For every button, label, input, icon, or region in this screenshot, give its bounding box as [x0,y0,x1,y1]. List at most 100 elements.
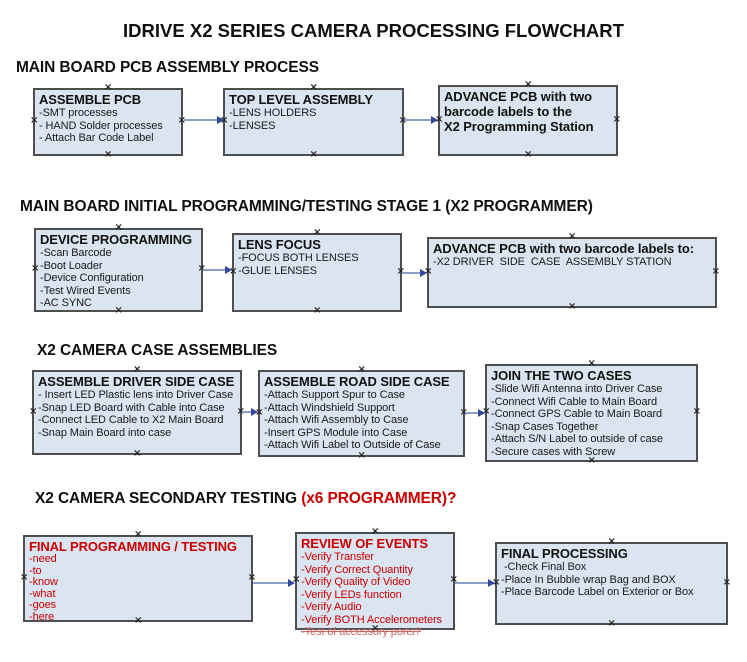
box-top-level-assembly[interactable]: TOP LEVEL ASSEMBLY -LENS HOLDERS-LENSES … [220,83,407,160]
box-items: -Check Final Box-Place In Bubble wrap Ba… [501,561,722,599]
box-assemble-pcb[interactable]: ASSEMBLE PCB -SMT processes- HAND Solder… [30,83,186,160]
box-item: -Snap LED Board with Cable into Case [38,401,225,414]
anchor-x-icon: × [568,301,577,312]
section-header-secondary-testing: X2 CAMERA SECONDARY TESTING (x6 PROGRAMM… [35,490,456,508]
box-item: -Scan Barcode [40,247,112,259]
box-items: -FOCUS BOTH LENSES-GLUE LENSES [238,252,396,277]
anchor-x-icon: × [104,149,113,160]
section-header-case-assemblies: X2 CAMERA CASE ASSEMBLIES [37,342,278,359]
box-advance-pcb-driver-side[interactable]: ADVANCE PCB with two barcode labels to: … [424,232,720,312]
box-item: -LENS HOLDERS [229,107,317,119]
box-item: -Verify LEDs function [301,588,402,601]
box-lens-focus[interactable]: LENS FOCUS -FOCUS BOTH LENSES-GLUE LENSE… [229,228,405,316]
box-item: -Connect LED Cable to X2 Main Board [38,414,224,426]
anchor-x-icon: × [247,571,256,583]
box-items: -SMT processes- HAND Solder processes- A… [39,107,177,145]
box-item: -X2 DRIVER SIDE CASE ASSEMBLY STATION [433,256,672,268]
anchor-x-icon: × [357,450,366,461]
box-items: -X2 DRIVER SIDE CASE ASSEMBLY STATION [433,256,711,269]
anchor-x-icon: × [31,263,40,274]
box-item: -SMT processes [39,107,118,119]
connector-arrow[interactable] [203,266,232,274]
box-item: -AC SYNC [40,297,92,309]
box-title: JOIN THE TWO CASES [491,368,632,383]
box-item: -Verify Correct Quantity [301,563,413,576]
section-header-red-part: (x6 PROGRAMMER)? [296,490,457,507]
box-items: -Slide Wifi Antenna into Driver Case-Con… [491,383,692,458]
box-item: - HAND Solder processes [39,119,163,132]
connector-arrow[interactable] [402,269,427,277]
box-item: -Verify Quality of Video [301,576,411,588]
anchor-x-icon: × [607,618,616,629]
box-items: -Verify Transfer-Verify Correct Quantity… [301,551,449,626]
box-advance-pcb-programming-station[interactable]: ADVANCE PCB with two barcode labels to t… [435,80,621,160]
box-review-of-events[interactable]: REVIEW OF EVENTS -Verify Transfer-Verify… [292,527,458,639]
anchor-x-icon: × [177,115,186,126]
box-assemble-road-side-case[interactable]: ASSEMBLE ROAD SIDE CASE -Attach Support … [255,365,468,461]
box-title: DEVICE PROGRAMMING [40,232,193,247]
box-item: -Snap Main Board into case [38,426,172,439]
connector-arrow[interactable] [465,409,485,417]
connector-arrow[interactable] [253,579,295,587]
section-header-pcb-assembly: MAIN BOARD PCB ASSEMBLY PROCESS [16,59,319,76]
anchor-x-icon: × [30,115,39,126]
connector-arrow[interactable] [455,579,495,587]
box-item: -GLUE LENSES [238,264,317,277]
box-item: -Check Final Box [501,561,587,573]
box-final-programming-testing[interactable]: FINAL PROGRAMMING / TESTING -need-to-kno… [20,530,256,626]
connector-arrow[interactable] [242,408,258,416]
box-title: ADVANCE PCB with two barcode labels to: [433,241,694,256]
box-items: -need-to-know-what-goes-here [29,553,247,623]
box-item: -Attach Wifi Assembly to Case [264,414,409,426]
box-item: -Device Configuration [40,272,144,284]
connector-arrow[interactable] [404,116,438,124]
box-title: ASSEMBLE PCB [39,92,142,107]
box-item: -Attach Windshield Support [264,401,395,414]
anchor-x-icon: × [398,115,407,126]
anchor-x-icon: × [524,149,533,160]
connector-arrow[interactable] [184,116,224,124]
page-title: IDRIVE X2 SERIES CAMERA PROCESSING FLOWC… [123,20,624,41]
box-item: - Insert LED Plastic lens into Driver Ca… [38,389,234,401]
box-item: -Verify Transfer [301,551,374,563]
box-item: -FOCUS BOTH LENSES [238,252,359,264]
anchor-x-icon: × [612,113,621,125]
anchor-x-icon: × [313,305,322,316]
box-item: -know [29,576,58,588]
struck-item: -Test of accessory ports? [301,626,421,638]
box-item: -Attach Wifi Label to Outside of Case [264,439,441,451]
box-final-processing[interactable]: FINAL PROCESSING -Check Final Box-Place … [492,537,731,629]
box-item: -goes [29,599,57,611]
box-item: -to [29,564,42,577]
box-item: -Connect Wifi Cable to Main Board [491,395,658,408]
box-items: -Scan Barcode-Boot Loader-Device Configu… [40,247,197,310]
box-title: ASSEMBLE ROAD SIDE CASE [264,374,450,389]
box-assemble-driver-side-case[interactable]: ASSEMBLE DRIVER SIDE CASE - Insert LED P… [29,365,245,459]
anchor-x-icon: × [309,149,318,160]
box-item: -Verify Audio [301,601,362,613]
box-item: - Attach Bar Code Label [39,132,154,144]
box-device-programming[interactable]: DEVICE PROGRAMMING -Scan Barcode-Boot Lo… [31,223,206,316]
box-item: -Verify BOTH Accelerometers [301,613,442,626]
box-title: ASSEMBLE DRIVER SIDE CASE [38,374,235,389]
box-title: TOP LEVEL ASSEMBLY [229,92,373,107]
box-items: -LENS HOLDERS-LENSES [229,107,398,132]
box-item: -Attach Support Spur to Case [264,389,405,401]
box-item: -Attach S/N Label to outside of case [491,433,663,445]
box-item: -Boot Loader [40,259,103,272]
box-join-the-two-cases[interactable]: JOIN THE TWO CASES -Slide Wifi Antenna i… [482,359,701,466]
anchor-x-icon: × [20,571,29,583]
box-item: -Place Barcode Label on Exterior or Box [501,586,694,598]
section-header-black-part: X2 CAMERA SECONDARY TESTING [35,490,297,507]
anchor-x-icon: × [133,448,142,459]
box-item: -Insert GPS Module into Case [264,426,408,439]
box-item: -Snap Cases Together [491,420,599,433]
box-title: ADVANCE PCB with two barcode labels to t… [444,89,594,134]
box-item: -LENSES [229,119,276,132]
anchor-x-icon: × [29,405,38,417]
section-header-initial-programming: MAIN BOARD INITIAL PROGRAMMING/TESTING S… [20,198,593,215]
box-title: LENS FOCUS [238,237,321,252]
box-item: -here [29,610,55,623]
box-item: -Place In Bubble wrap Bag and BOX [501,573,676,586]
